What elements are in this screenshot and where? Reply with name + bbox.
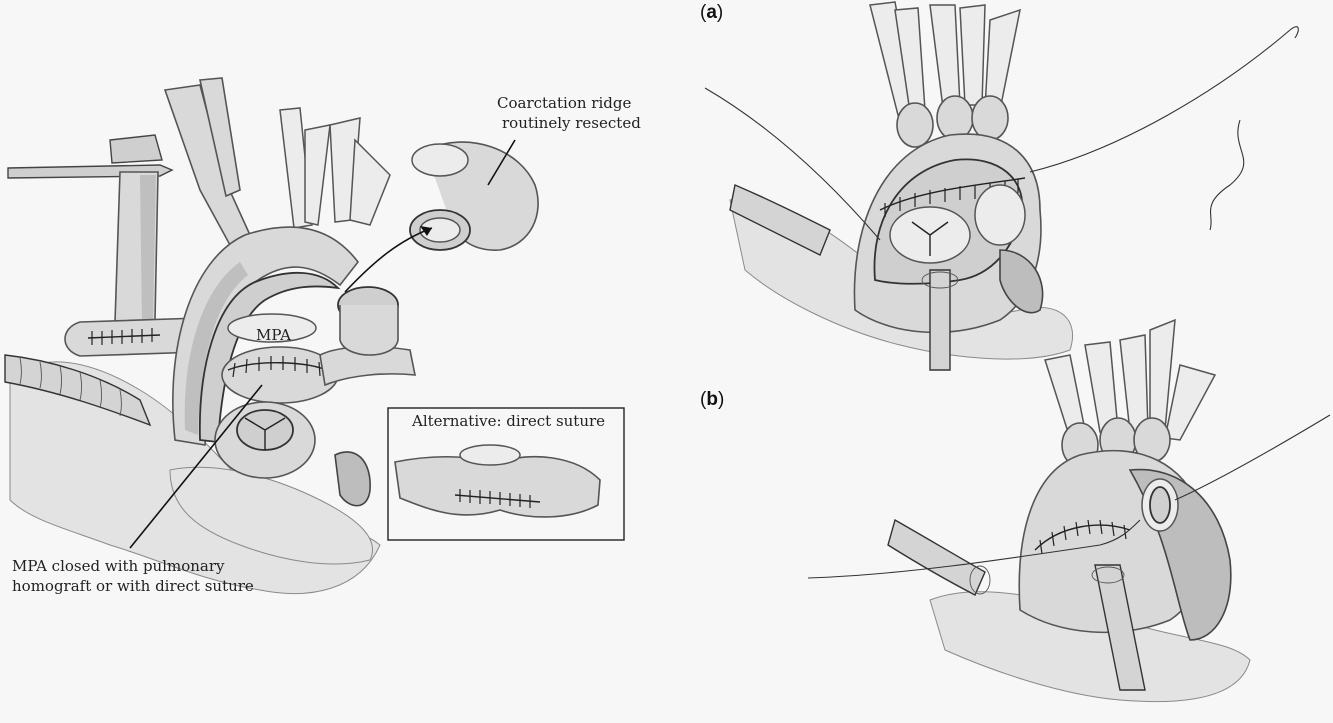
valve-leaflets — [244, 417, 286, 450]
main-illustration: Coarctation ridge routinely resected MPA… — [4, 77, 641, 595]
clamp-jaw — [109, 134, 163, 164]
carotid-branch-1 — [304, 124, 331, 226]
a-vessel-base-1 — [896, 102, 934, 148]
brachiocephalic-branch — [199, 77, 241, 198]
a-valve-leaflets — [911, 221, 949, 256]
panel-a-label: (a) — [700, 2, 723, 23]
a-head-vessel-4 — [959, 4, 986, 106]
descending-aorta — [339, 305, 399, 356]
a-head-vessel-5 — [984, 8, 1021, 111]
b-cannula-left — [887, 518, 986, 596]
b-head-vessel-5 — [1164, 364, 1217, 441]
a-appendage — [999, 249, 1044, 314]
inset-title: Alternative: direct suture — [411, 412, 605, 430]
panel-a-illustration: (a) — [700, 1, 1299, 371]
mpa-top — [227, 313, 317, 343]
panel-b-label: (b) — [700, 389, 724, 410]
opened-arch-lumen — [198, 271, 341, 443]
inset-suture — [454, 494, 541, 503]
mpa-closed-label-line2: homograft or with direct suture — [12, 577, 254, 595]
a-vessel-base-3 — [971, 95, 1009, 141]
coarctation-label-line2: routinely resected — [502, 114, 641, 132]
a-thread-tail — [1209, 119, 1245, 231]
direct-suture-inset: Alternative: direct suture — [387, 407, 625, 541]
b-cannula-bottom — [1094, 564, 1146, 691]
b-head-vessel-1 — [1044, 354, 1086, 433]
mpa-closed-label-line1: MPA closed with pulmonary — [12, 557, 225, 575]
a-suture-line — [879, 177, 1026, 211]
coarctation-label-line1: Coarctation ridge — [497, 94, 631, 112]
carotid-vessel — [279, 107, 313, 229]
inset-mpa-bump — [459, 444, 521, 466]
a-thread-left — [704, 87, 881, 241]
a-head-vessel-3 — [929, 4, 961, 109]
b-head-vessel-3 — [1119, 334, 1149, 433]
b-suture-line — [1034, 524, 1131, 551]
resected-coarctation-segment — [409, 141, 539, 251]
a-side-vessel — [974, 184, 1026, 246]
b-thread-right — [1174, 414, 1331, 501]
resection-arrow — [344, 227, 433, 293]
coarctation-leader — [487, 139, 516, 186]
a-cannula-left — [729, 184, 831, 256]
a-thread-right — [1029, 26, 1299, 173]
right-ventricle-appendage — [334, 451, 371, 507]
mpa-closed-leader — [129, 384, 263, 549]
arrowhead — [420, 226, 432, 236]
b-thread-left — [807, 519, 1141, 579]
inset-vessel — [394, 455, 601, 518]
vessel-suture-line — [87, 334, 161, 339]
panel-b-illustration: (b) — [700, 318, 1331, 703]
a-cannula-bottom — [929, 269, 951, 371]
left-subclavian-branch — [349, 138, 391, 226]
b-ring-lumen — [1149, 486, 1171, 524]
mpa-label: MPA — [256, 326, 291, 344]
